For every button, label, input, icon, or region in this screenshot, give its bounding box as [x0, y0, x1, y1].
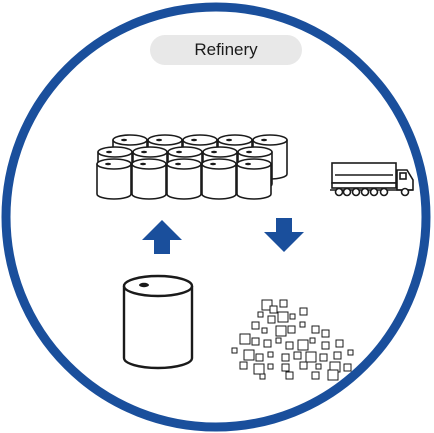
barrel	[96, 158, 132, 200]
particle	[261, 327, 268, 334]
particle	[321, 329, 330, 338]
particle	[327, 369, 339, 381]
particle	[299, 361, 308, 370]
arrow-up-icon	[142, 220, 182, 254]
particle	[257, 311, 264, 318]
particle	[281, 363, 290, 372]
particle	[299, 307, 308, 316]
refinery-label: Refinery	[150, 35, 302, 65]
barrel	[236, 158, 272, 200]
particle	[269, 305, 278, 314]
particle	[285, 341, 294, 350]
particle	[289, 313, 296, 320]
particle	[253, 363, 265, 375]
particle	[243, 349, 255, 361]
crude-barrel-icon	[122, 274, 194, 370]
particle	[311, 325, 320, 334]
particle	[333, 351, 342, 360]
particle	[309, 337, 316, 344]
particle	[239, 361, 248, 370]
particle	[293, 351, 302, 360]
particle	[261, 299, 273, 311]
particle	[255, 353, 264, 362]
arrow-down-icon	[264, 218, 304, 252]
particle	[263, 339, 272, 348]
particle	[281, 353, 290, 362]
particle	[319, 353, 328, 362]
scattered-particles-icon	[231, 299, 354, 381]
particle	[299, 321, 306, 328]
barrel	[201, 158, 237, 200]
particle	[335, 339, 344, 348]
particle	[285, 371, 294, 380]
particle	[305, 351, 317, 363]
particle	[259, 373, 266, 380]
particle	[297, 339, 309, 351]
particle	[275, 337, 282, 344]
particle	[239, 333, 251, 345]
particle	[343, 363, 352, 372]
particle	[287, 325, 296, 334]
particle	[231, 347, 238, 354]
particle	[267, 315, 276, 324]
barrel	[166, 158, 202, 200]
particle	[277, 311, 289, 323]
particle	[347, 349, 354, 356]
particle	[251, 337, 260, 346]
particle	[315, 363, 322, 370]
particle	[267, 363, 274, 370]
particle	[311, 371, 320, 380]
particle	[251, 321, 260, 330]
particle	[321, 341, 330, 350]
tanker-truck-icon	[330, 162, 414, 197]
barrel-stack-icon	[96, 134, 288, 200]
particle	[275, 325, 287, 337]
barrel	[131, 158, 167, 200]
particle	[279, 299, 288, 308]
particle	[267, 351, 274, 358]
